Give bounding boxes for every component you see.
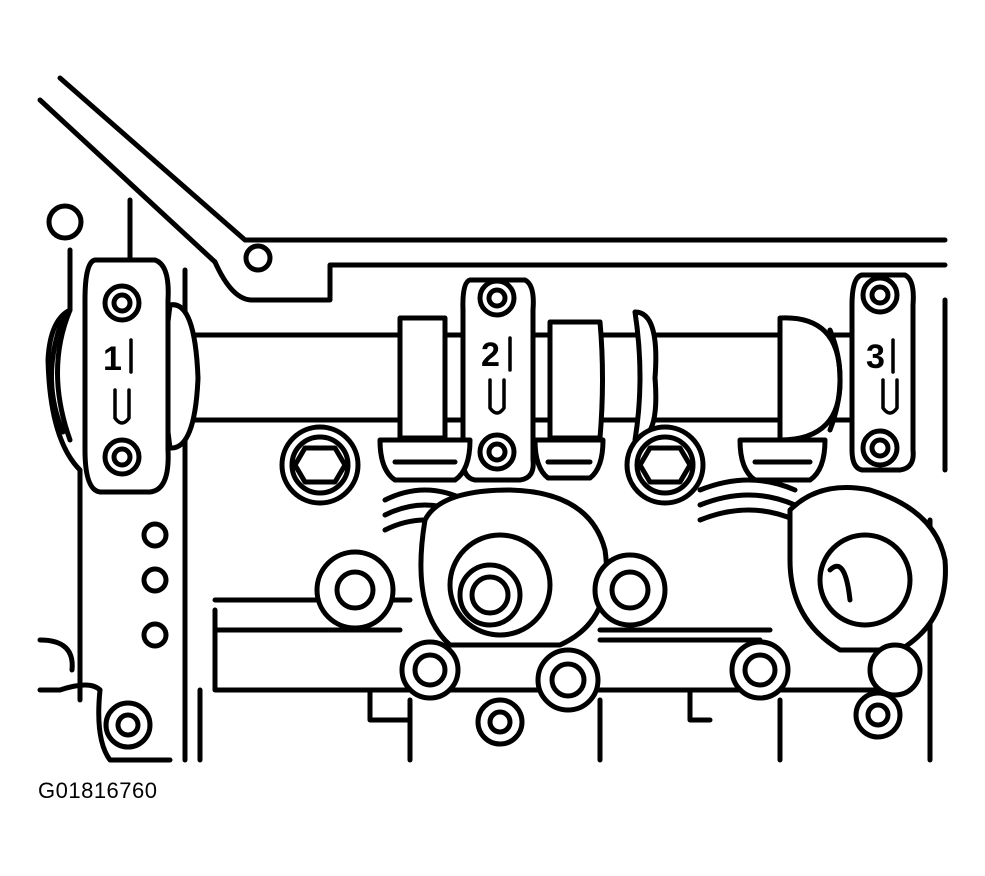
lower-ribs bbox=[367, 687, 783, 763]
camshaft bbox=[49, 302, 903, 451]
mounting-holes-left bbox=[37, 203, 273, 673]
bearing-cap-number-2: 2 bbox=[481, 336, 500, 374]
bearing-cap-number-3: 3 bbox=[866, 338, 885, 376]
cap-number-bars bbox=[129, 336, 895, 374]
bearing-cap-3 bbox=[849, 272, 916, 473]
lower-bolts bbox=[96, 687, 903, 763]
bolt-bosses bbox=[314, 549, 923, 713]
figure-code: G01816760 bbox=[38, 778, 158, 803]
hex-bolts bbox=[279, 424, 706, 506]
cylinder-head-outline bbox=[37, 75, 948, 763]
bearing-cap-2 bbox=[460, 277, 536, 483]
spark-plug-towers bbox=[418, 485, 948, 653]
bearing-cap-number-1: 1 bbox=[103, 340, 122, 378]
bearing-cap-1 bbox=[82, 257, 171, 495]
